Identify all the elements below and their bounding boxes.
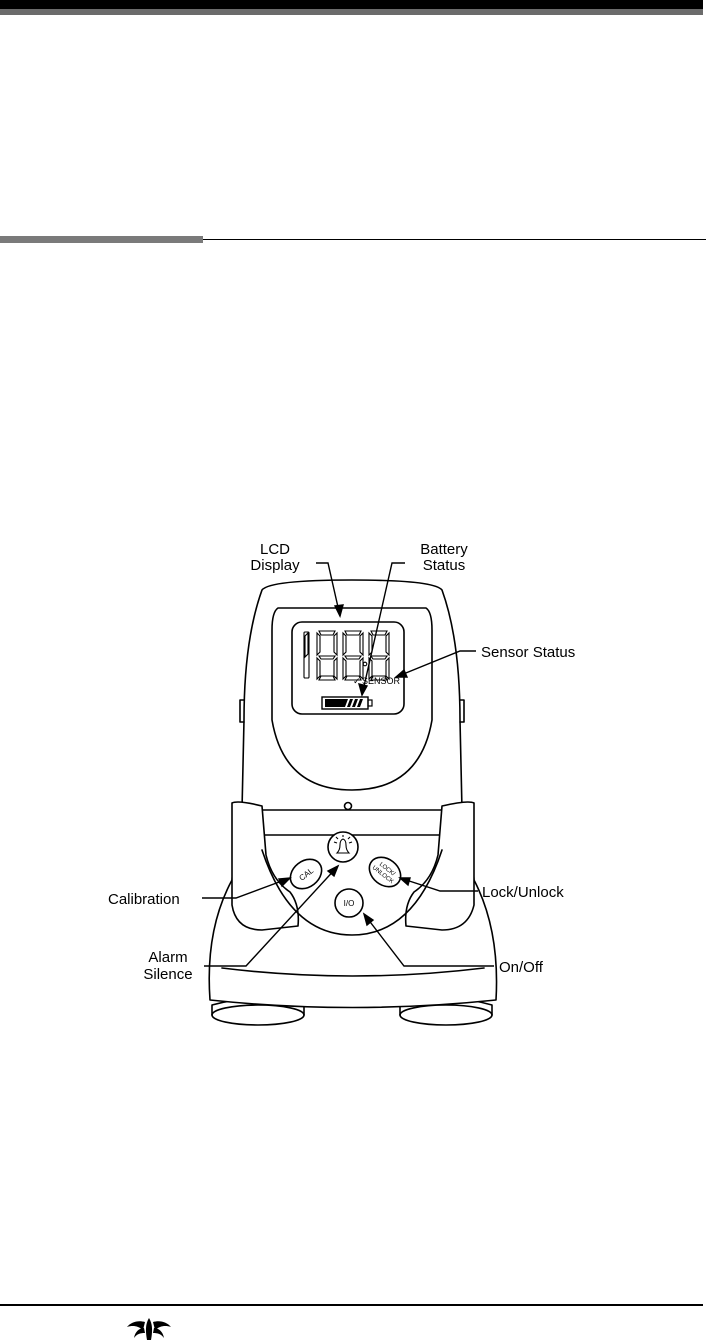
bell-icon: [333, 835, 353, 854]
battery-status-label-line2: Status: [423, 557, 466, 574]
keypad-outline: [261, 849, 443, 936]
sensor-label: SENSOR: [362, 676, 401, 686]
lcd-display: [291, 621, 405, 715]
right-clip: [459, 699, 465, 723]
device-diagram: ✓ SENSOR CAL LOCK/ UNLOCK I/O: [108, 541, 575, 1026]
lcd-display-leader: [316, 562, 341, 617]
power-button-label: I/O: [344, 899, 355, 908]
section-rule-thick: [0, 236, 203, 243]
alarm-silence-button[interactable]: [327, 831, 359, 863]
calibration-leader: [202, 877, 291, 899]
front-panel: [271, 607, 433, 791]
device-body: [241, 579, 463, 811]
on-off-leader: [363, 913, 494, 967]
on-off-label: On/Off: [499, 959, 544, 976]
lock-unlock-leader: [399, 877, 478, 892]
battery-icon: [321, 696, 373, 710]
teledyne-logo-icon: [127, 1318, 171, 1340]
alarm-silence-label-line2: Silence: [143, 966, 192, 983]
power-button[interactable]: [334, 888, 364, 918]
sensor-status-label: Sensor Status: [481, 644, 575, 661]
battery-status-label-line1: Battery: [420, 541, 468, 558]
alarm-silence-leader: [204, 865, 339, 967]
section-rule-thin: [203, 239, 706, 240]
left-clip: [239, 699, 245, 723]
lock-unlock-button[interactable]: [364, 851, 407, 892]
right-grip: [404, 801, 475, 931]
sensor-check-icon: ✓: [353, 676, 361, 686]
left-grip: [231, 801, 300, 931]
lock-unlock-label: Lock/Unlock: [482, 884, 564, 901]
lcd-display-label-line1: LCD: [260, 541, 290, 558]
lcd-display-label-line2: Display: [250, 557, 300, 574]
header-rule: [0, 0, 703, 15]
sensor-status-leader: [395, 650, 476, 678]
base-seam: [221, 967, 485, 977]
footer-rule: [0, 1304, 703, 1306]
lcd-digits: [303, 630, 390, 681]
battery-status-leader: [361, 562, 405, 696]
alarm-silence-label-line1: Alarm: [148, 949, 187, 966]
indicator-led: [343, 801, 353, 811]
cal-button[interactable]: [285, 853, 328, 894]
calibration-label: Calibration: [108, 891, 180, 908]
